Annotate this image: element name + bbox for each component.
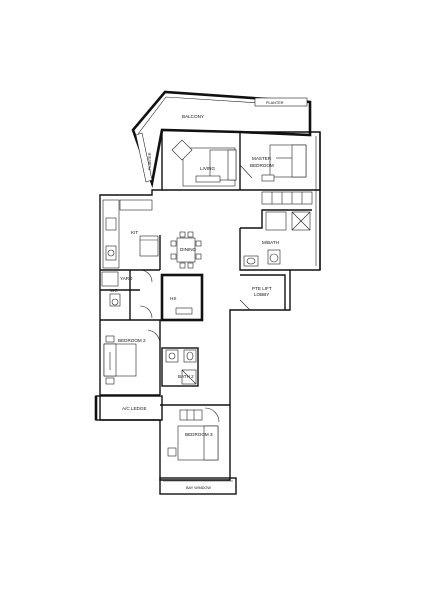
- label-bedroom-2: BEDROOM 2: [118, 338, 146, 343]
- bedroom-3: [160, 404, 230, 461]
- label-pte-lift-1: PTE LIFT: [252, 286, 272, 291]
- label-bath-2: BATH 2: [178, 374, 194, 379]
- bath-2: [161, 347, 199, 387]
- balcony-area: [131, 90, 312, 188]
- label-balcony: BALCONY: [182, 114, 204, 119]
- label-yard: YARD: [120, 276, 133, 281]
- label-mbath: M/BATH: [262, 240, 279, 245]
- label-pte-lift-2: LOBBY: [254, 292, 269, 297]
- label-planter-left: PLANTER: [148, 152, 152, 170]
- label-master-2: BEDROOM: [250, 163, 274, 168]
- master-bedroom: [239, 144, 320, 191]
- label-dining: DINING: [180, 247, 197, 252]
- dining: [170, 231, 202, 269]
- household-shelter: [160, 273, 204, 322]
- label-living: LIVING: [200, 166, 215, 171]
- label-master-1: MASTER: [252, 156, 272, 161]
- living-room: [162, 132, 241, 191]
- room-labels: BALCONY PLANTER PLANTER LIVING MASTER BE…: [110, 101, 284, 490]
- yard-wc: [100, 269, 175, 321]
- label-hs: HS: [170, 296, 176, 301]
- kitchen: [100, 199, 161, 271]
- outer-walls: [99, 131, 321, 481]
- bay-window: [159, 477, 237, 495]
- label-wc: WC: [110, 288, 118, 293]
- label-kit: KIT: [131, 230, 138, 235]
- master-bath: [239, 191, 313, 271]
- label-bay-window: BAY WINDOW: [186, 486, 211, 490]
- label-bedroom-3: BEDROOM 3: [185, 432, 213, 437]
- bedroom-2: [100, 320, 161, 396]
- ac-ledge: [94, 395, 163, 421]
- label-ac-ledge: A/C LEDGE: [122, 406, 147, 411]
- label-planter-top: PLANTER: [266, 101, 284, 105]
- private-lift-lobby: [239, 274, 286, 311]
